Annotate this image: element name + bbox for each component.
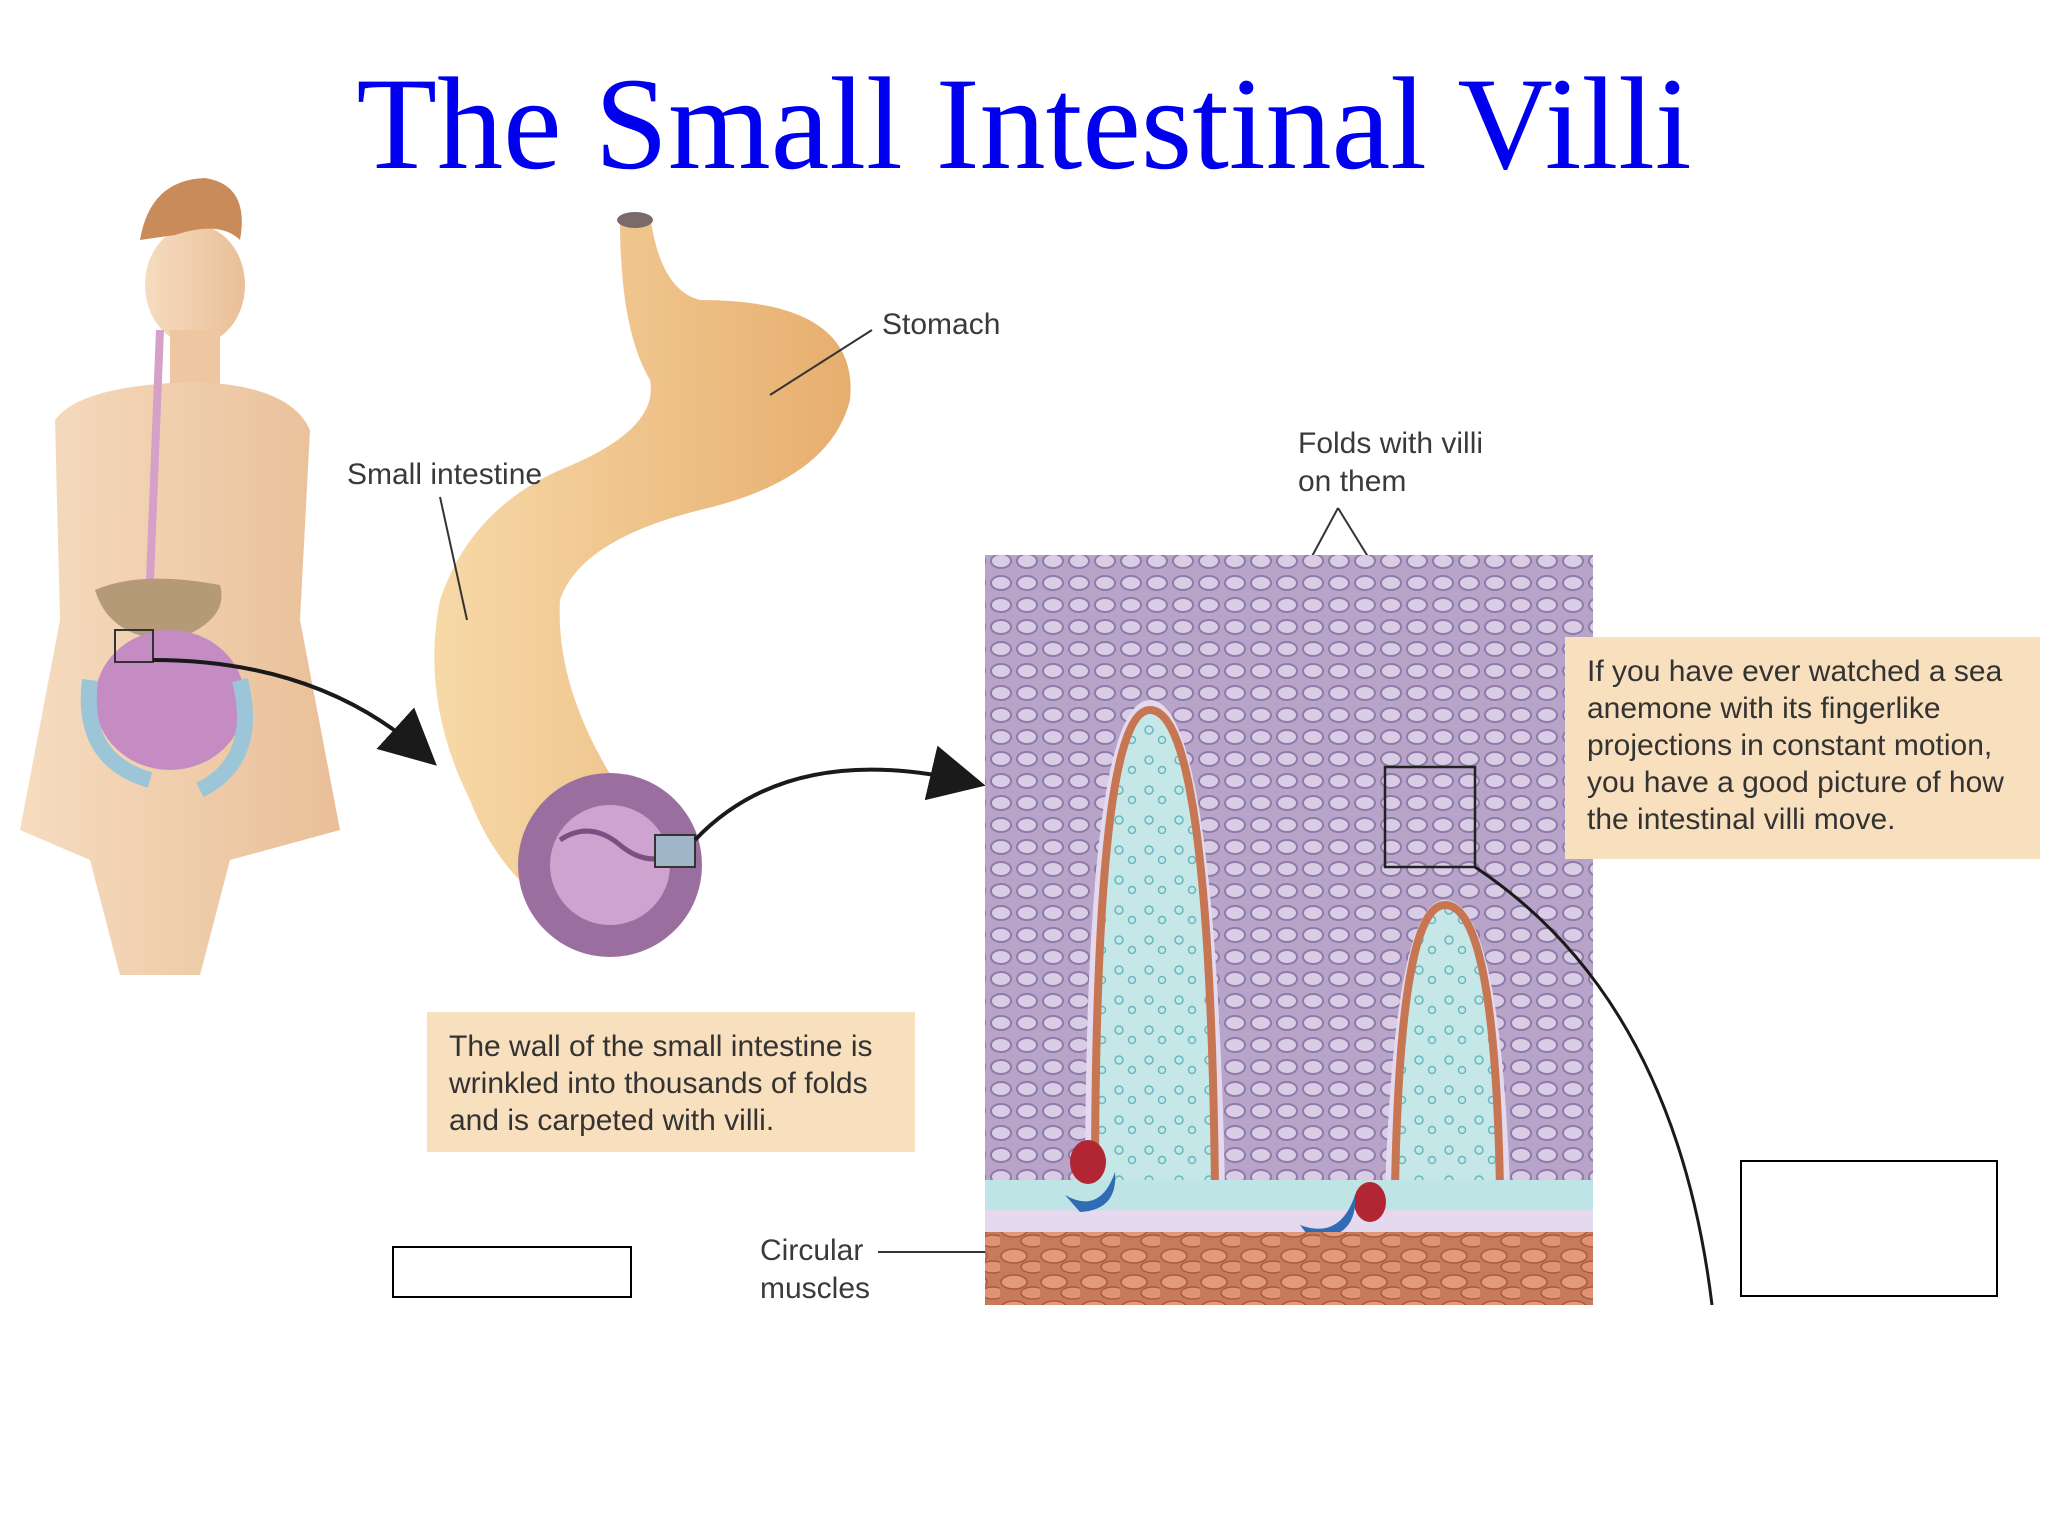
villi-fold-1 [1090, 705, 1220, 1194]
blank-label-box-left [392, 1246, 632, 1298]
callout-sea-anemone: If you have ever watched a sea anemone w… [1565, 637, 2040, 859]
blank-label-box-right [1740, 1160, 1998, 1297]
label-circular-muscles: Circular muscles [760, 1234, 871, 1305]
zoom-arrow-1 [152, 658, 437, 766]
label-folds-with-villi: Folds with villi on them [1298, 427, 1484, 498]
stomach-intestine [434, 212, 851, 957]
slide-title: The Small Intestinal Villi [356, 50, 1692, 197]
zoom-arrow-2 [693, 745, 986, 842]
circular-muscle-layer [985, 1232, 1593, 1305]
villi-fold-2 [1390, 900, 1505, 1194]
digestive-organs [80, 578, 253, 798]
human-figure [20, 178, 340, 975]
callout-intestine-wall: The wall of the small intestine is wrink… [427, 1012, 915, 1152]
label-small-intestine: Small intestine [347, 458, 543, 491]
label-stomach: Stomach [882, 308, 1001, 341]
villi-panel [985, 555, 1593, 1305]
